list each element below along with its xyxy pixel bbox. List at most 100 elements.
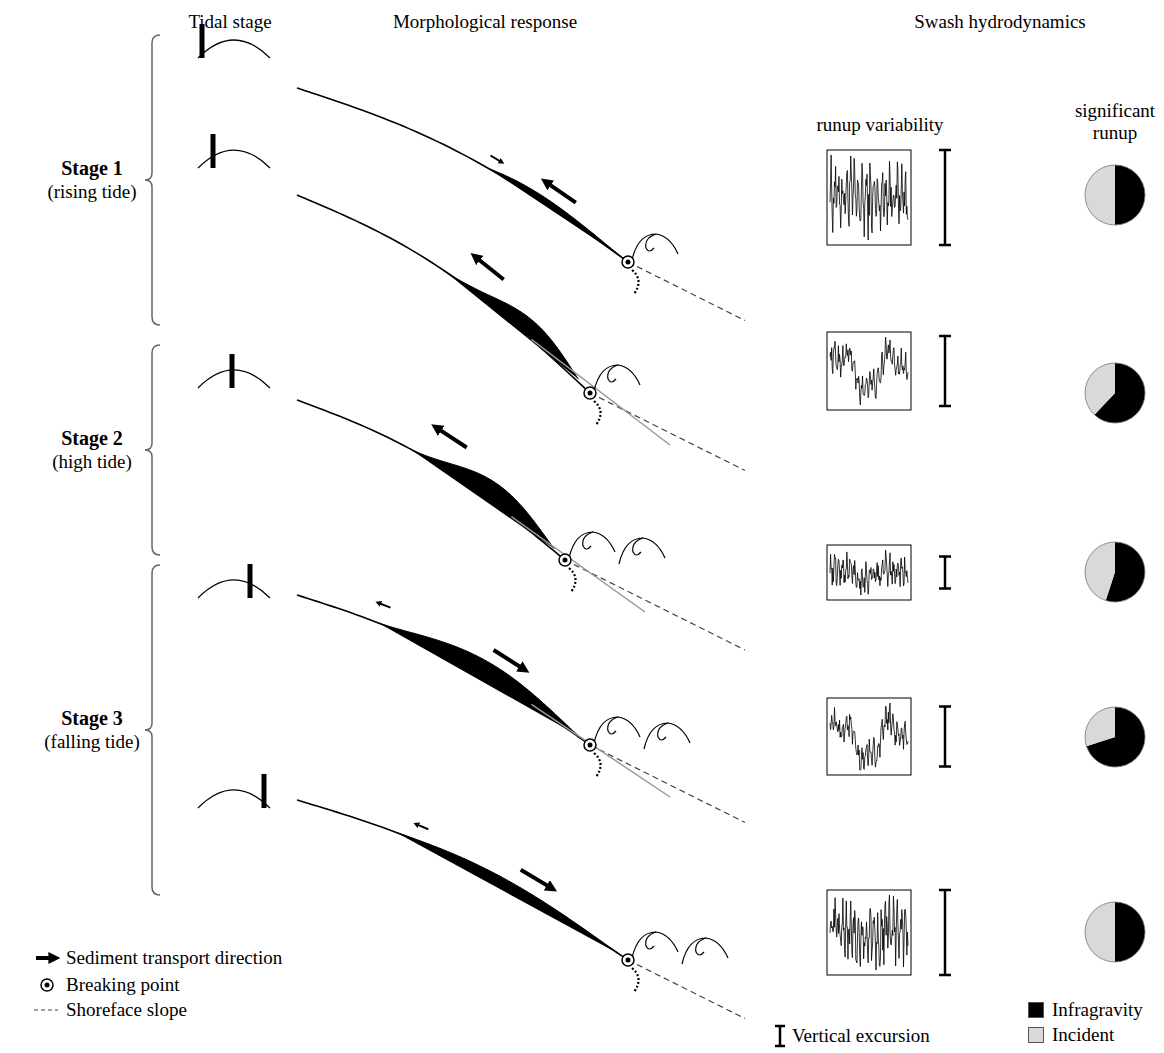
stage-brace xyxy=(145,35,160,325)
transport-arrow xyxy=(548,183,576,202)
legend-text: Infragravity xyxy=(1052,999,1143,1021)
runup-box xyxy=(827,545,911,600)
runup-series xyxy=(830,703,908,770)
incident-slice xyxy=(1085,542,1115,601)
transport-arrow xyxy=(490,156,500,162)
breaking-point xyxy=(584,387,596,399)
profile-row xyxy=(198,564,1145,823)
tide-curve xyxy=(198,150,270,168)
runup-box xyxy=(827,150,911,245)
wave xyxy=(682,938,728,964)
profile-row xyxy=(198,354,1145,650)
runup-box xyxy=(827,890,911,975)
legend-symbols xyxy=(34,958,785,1046)
legend-text: Breaking point xyxy=(66,974,179,996)
vertical-excursion xyxy=(939,890,951,975)
pie-outline xyxy=(1085,165,1145,225)
column-heading: Tidal stage xyxy=(188,11,271,33)
infragravity-slice xyxy=(1115,902,1145,962)
runup-series xyxy=(830,337,908,405)
profile-row xyxy=(198,134,1145,471)
pie-outline xyxy=(1085,707,1145,767)
transport-arrow xyxy=(521,870,550,887)
infragravity-slice xyxy=(1115,165,1145,225)
plunge-line xyxy=(594,753,601,777)
breaking-point-dot xyxy=(588,743,593,748)
column-subheading: runup variability xyxy=(816,114,943,136)
wave xyxy=(619,538,665,564)
pie-outline xyxy=(1085,363,1145,423)
tide-bar xyxy=(262,774,267,808)
breaking-point xyxy=(622,954,634,966)
beach-profile xyxy=(297,595,590,745)
column-heading: Swash hydrodynamics xyxy=(914,11,1086,33)
tide-curve xyxy=(198,790,270,808)
shoreface-slope xyxy=(628,262,745,321)
runup-series xyxy=(830,895,908,970)
beach-profile xyxy=(297,800,628,960)
initial-profile xyxy=(511,517,645,612)
transport-arrow xyxy=(417,825,428,830)
wave xyxy=(632,932,678,958)
pie-outline xyxy=(1085,902,1145,962)
runup-series xyxy=(830,155,908,240)
initial-profile xyxy=(531,704,670,797)
legend-swatch xyxy=(1028,1002,1044,1018)
wave xyxy=(594,365,640,391)
vertical-excursion xyxy=(939,707,951,767)
vertical-excursion xyxy=(939,336,951,406)
breaking-point-dot xyxy=(626,260,631,265)
breaking-point-dot xyxy=(563,558,568,563)
shoreface-slope xyxy=(590,393,745,471)
wave xyxy=(632,234,678,260)
stage-brace xyxy=(145,565,160,895)
breaking-point xyxy=(622,256,634,268)
plunge-line xyxy=(632,270,639,294)
pie-outline xyxy=(1085,542,1145,602)
breaking-point xyxy=(584,739,596,751)
plunge-line xyxy=(594,401,601,425)
breaking-point-dot xyxy=(588,391,593,396)
wave xyxy=(594,717,640,743)
stage-label: Stage 2 xyxy=(61,427,123,450)
wave xyxy=(644,723,690,749)
initial-profile xyxy=(531,339,670,445)
profile-row xyxy=(198,24,1145,321)
stage-note: (rising tide) xyxy=(47,181,136,203)
legend-text: Sediment transport direction xyxy=(66,947,282,969)
breaking-point-dot xyxy=(626,958,631,963)
legend-breaking-point xyxy=(41,979,53,991)
stage-note: (high tide) xyxy=(52,451,132,473)
stage-brace xyxy=(145,345,160,555)
transport-arrow xyxy=(379,603,390,607)
shoreface-slope xyxy=(628,960,745,1019)
transport-arrow xyxy=(477,258,504,279)
runup-box xyxy=(827,332,911,410)
tide-bar xyxy=(230,354,235,388)
runup-box xyxy=(827,698,911,775)
profile-row xyxy=(198,774,1145,1019)
breaking-point xyxy=(559,554,571,566)
beach-profile xyxy=(297,400,565,560)
plunge-line xyxy=(632,968,639,992)
transport-arrow xyxy=(438,429,466,448)
legend-text: Vertical excursion xyxy=(792,1025,930,1047)
incident-slice xyxy=(1085,902,1115,962)
legend-dashed xyxy=(34,1009,58,1010)
plunge-line xyxy=(569,568,576,592)
incident-slice xyxy=(1085,707,1115,746)
transport-arrow xyxy=(494,650,523,668)
stage-label: Stage 1 xyxy=(61,157,123,180)
incident-slice xyxy=(1085,165,1115,225)
stage-label: Stage 3 xyxy=(61,707,123,730)
legend-swatch xyxy=(1028,1027,1044,1043)
column-subheading: significant runup xyxy=(1065,100,1164,144)
tide-curve xyxy=(198,40,270,58)
tide-bar xyxy=(248,564,253,598)
tide-curve xyxy=(198,580,270,598)
wave xyxy=(569,532,615,558)
legend-arrow xyxy=(36,956,52,960)
tide-bar xyxy=(211,134,216,168)
